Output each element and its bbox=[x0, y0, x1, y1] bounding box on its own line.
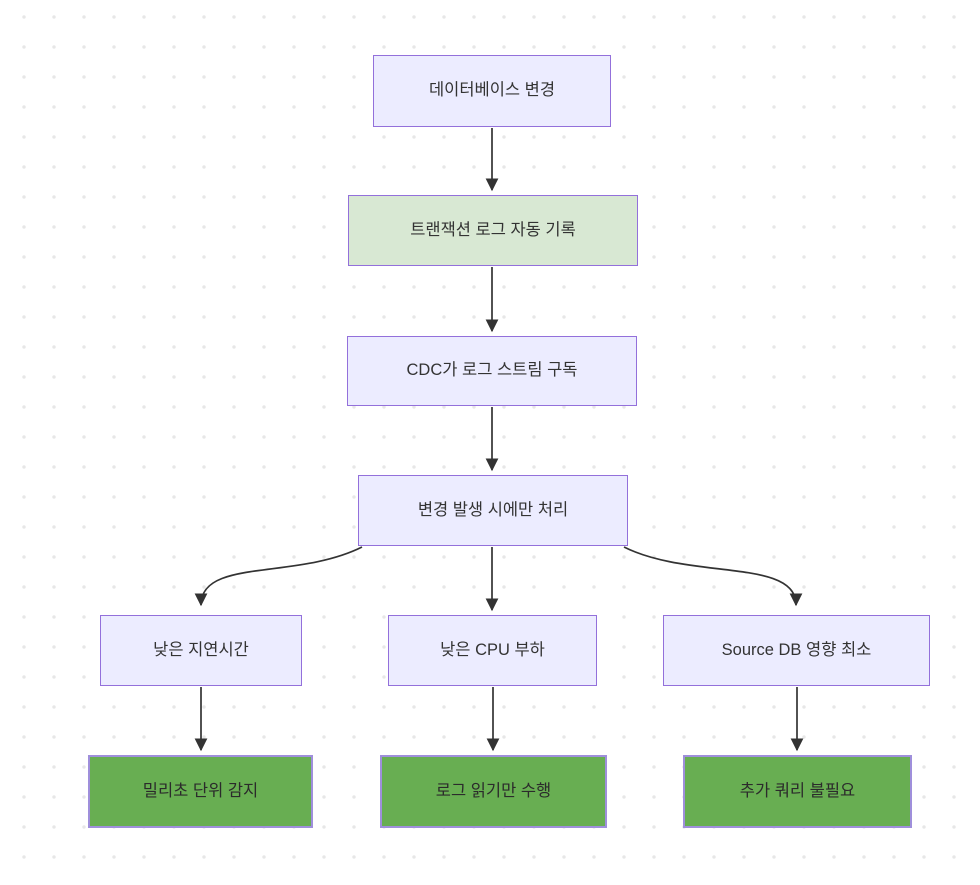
edge-process-on-change-to-low-latency bbox=[194, 546, 363, 607]
node-minimal-source-db-impact: Source DB 영향 최소 bbox=[663, 615, 930, 686]
node-transaction-log-auto-record: 트랜잭션 로그 자동 기록 bbox=[348, 195, 638, 266]
node-low-latency: 낮은 지연시간 bbox=[100, 615, 302, 686]
node-database-change: 데이터베이스 변경 bbox=[373, 55, 611, 127]
node-cdc-subscribes-log-stream: CDC가 로그 스트림 구독 bbox=[347, 336, 637, 406]
node-log-read-only: 로그 읽기만 수행 bbox=[380, 755, 607, 828]
node-low-cpu-load: 낮은 CPU 부하 bbox=[388, 615, 597, 686]
node-process-only-on-change: 변경 발생 시에만 처리 bbox=[358, 475, 628, 546]
node-no-extra-queries: 추가 쿼리 불필요 bbox=[683, 755, 912, 828]
node-millisecond-detection: 밀리초 단위 감지 bbox=[88, 755, 313, 828]
edge-process-on-change-to-source-db-impact bbox=[623, 546, 803, 607]
